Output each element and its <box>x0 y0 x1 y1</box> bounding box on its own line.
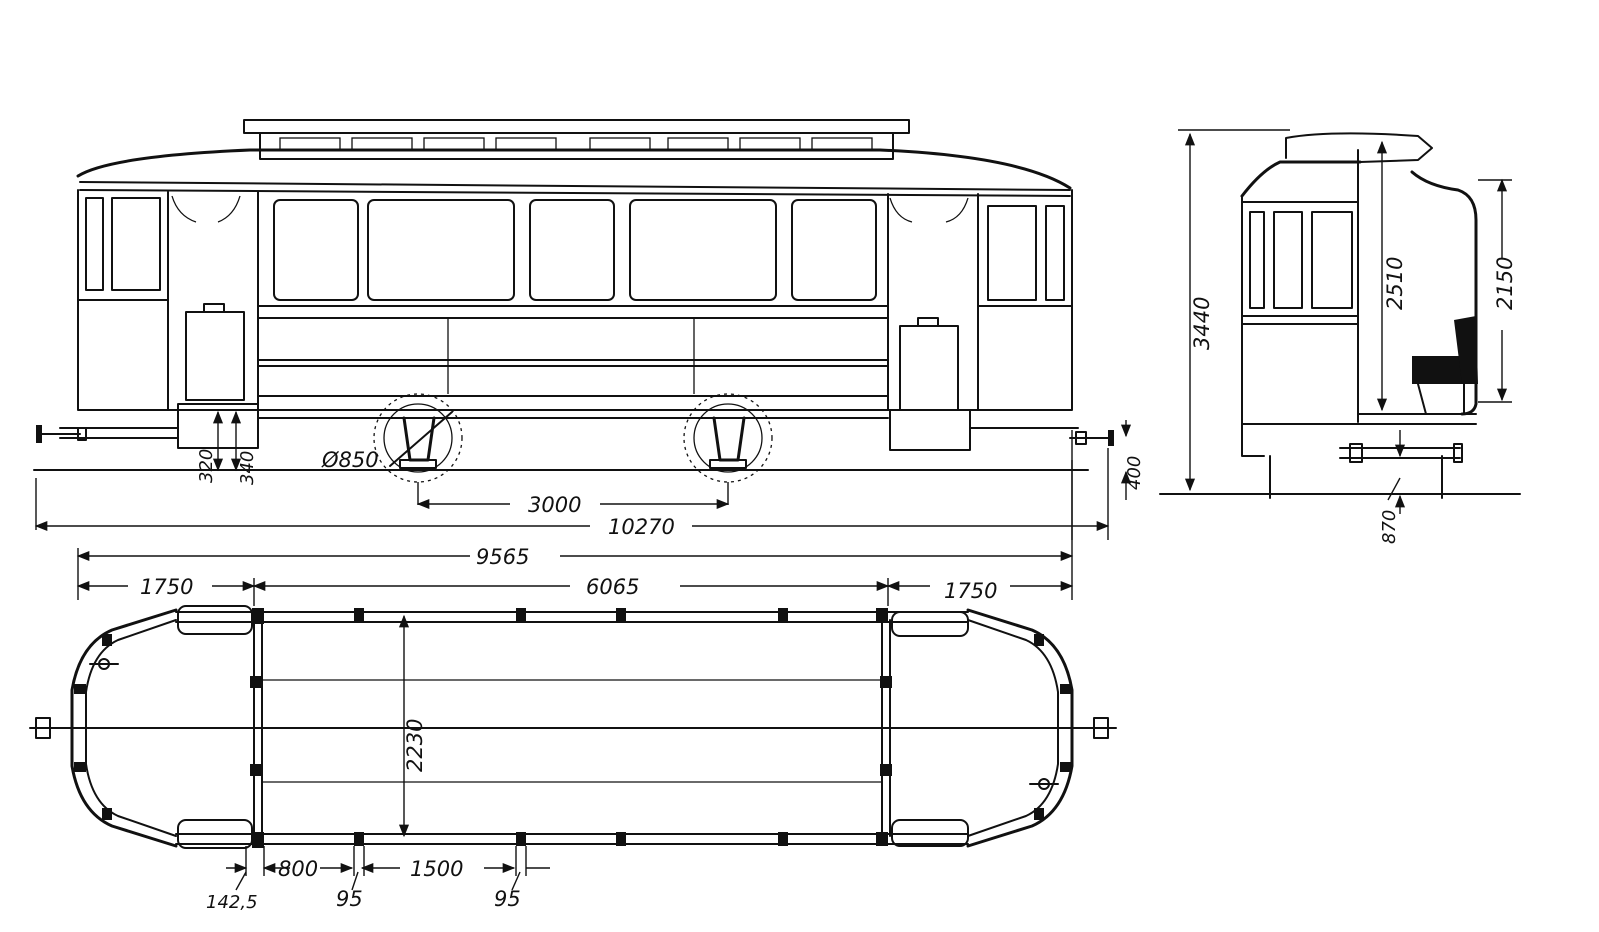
right-platform <box>887 189 1079 451</box>
side-dim-labels: Ø850 3000 10270 320 340 400 <box>196 448 1145 539</box>
platform-right-label: 1750 <box>944 579 997 603</box>
underframe <box>36 417 1114 446</box>
plan-dimensions <box>76 460 1074 891</box>
saloon-window <box>791 199 877 301</box>
clerestory-windows <box>279 137 873 151</box>
platform-left-label: 1750 <box>140 575 193 599</box>
buffer-height-label: 400 <box>1124 456 1145 490</box>
body-width-label: 2230 <box>403 719 427 772</box>
length-over-buffers-label: 10270 <box>608 515 675 539</box>
window-pitch-1-label: 800 <box>278 857 318 881</box>
window-posts <box>74 608 1072 848</box>
controller-box-left <box>185 311 245 401</box>
end-dim-labels: 3440 2510 2150 870 <box>1190 257 1517 544</box>
wheel-diameter-label: Ø850 <box>321 448 379 472</box>
saloon-window <box>529 199 615 301</box>
saloon-window <box>273 199 359 301</box>
floor-height-label: 870 <box>1379 510 1400 544</box>
side-view: Ø850 3000 10270 320 340 400 <box>33 119 1145 540</box>
total-height-label: 3440 <box>1190 297 1214 350</box>
post-width-2-label: 95 <box>494 887 521 911</box>
wheelbase-label: 3000 <box>528 493 581 517</box>
end-dimensions <box>1178 129 1512 514</box>
window-pitch-2-label: 1500 <box>410 857 463 881</box>
body-length-label: 9565 <box>476 545 529 569</box>
post-offset-label: 142,5 <box>206 892 258 913</box>
step-height-2-label: 340 <box>237 451 258 485</box>
left-platform <box>77 189 259 449</box>
step-height-1-label: 320 <box>196 449 217 483</box>
wheel-right <box>683 393 773 483</box>
interior-height-label: 2510 <box>1383 257 1407 310</box>
plan-view: 9565 1750 6065 1750 2230 142,5 800 95 15… <box>29 460 1117 913</box>
roof <box>76 119 1072 197</box>
controller-box-right <box>899 325 959 411</box>
saloon-window <box>367 199 515 301</box>
end-view: 3440 2510 2150 870 <box>1159 129 1521 544</box>
wheel-left <box>373 393 463 483</box>
side-dimensions <box>34 410 1132 540</box>
post-width-1-label: 95 <box>336 887 363 911</box>
saloon-window <box>629 199 777 301</box>
pole-height-label: 2150 <box>1493 257 1517 310</box>
plan-dim-labels: 9565 1750 6065 1750 2230 142,5 800 95 15… <box>140 545 997 913</box>
saloon-length-label: 6065 <box>586 575 639 599</box>
saloon-body <box>239 191 889 419</box>
